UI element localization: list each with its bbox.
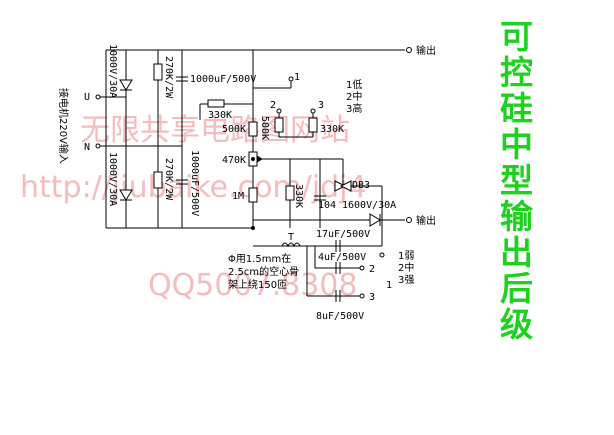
label-sw1-3: 3 xyxy=(318,100,324,111)
title-char: 输 xyxy=(500,197,534,236)
label-c8: 8uF/500V xyxy=(316,311,364,322)
label-1m: 1M xyxy=(232,191,244,202)
label-sw2-legend-3: 3强 xyxy=(398,274,414,286)
switch1-pos3 xyxy=(310,108,316,114)
resistor-270k-bottom xyxy=(153,171,163,189)
scr-icon xyxy=(369,213,381,227)
title-char: 硅 xyxy=(500,89,533,128)
label-pot-470k: 470K xyxy=(222,155,246,166)
label-sw2-legend-2: 2中 xyxy=(398,261,414,274)
title-char: 出 xyxy=(500,233,533,272)
label-sw1-legend-1: 1低 xyxy=(346,78,362,91)
label-n: N xyxy=(84,142,90,153)
title-char: 中 xyxy=(500,125,533,164)
label-104: 104 xyxy=(318,200,336,211)
terminal-u xyxy=(95,94,101,100)
resistor-330k-h xyxy=(207,99,225,108)
watermark-line3: QQ5007.8308 xyxy=(148,268,357,303)
label-sw1-legend-3: 3高 xyxy=(346,102,362,115)
title-char: 控 xyxy=(500,53,533,92)
watermark-line1: 无限共享电路图网站 xyxy=(80,113,350,148)
resistor-330k-b xyxy=(308,117,318,133)
terminals xyxy=(95,47,412,299)
label-330k-a: 330K xyxy=(208,110,232,121)
label-sw1-2: 2 xyxy=(270,100,276,111)
label-c-bottom: 1000uF/500V xyxy=(189,150,200,216)
switch1-pos1 xyxy=(288,76,294,82)
diac-db3 xyxy=(334,180,352,192)
capacitor-top xyxy=(176,76,188,82)
label-c-top: 1000uF/500V xyxy=(190,74,256,85)
label-sw1-legend-2: 2中 xyxy=(346,90,362,103)
label-sw2-legend-1: 1弱 xyxy=(398,250,414,262)
label-note3: 架上绕150匝 xyxy=(228,278,287,291)
title-char: 可 xyxy=(500,17,533,56)
resistor-1m xyxy=(248,187,258,203)
diode-top xyxy=(119,79,133,91)
label-input: 接电机220V输入 xyxy=(57,88,70,164)
label-500k-b: 500K xyxy=(259,116,270,140)
inductor-icon xyxy=(281,242,301,248)
node-dot-1 xyxy=(251,157,255,161)
terminal-n xyxy=(95,143,101,149)
capacitor-17uf xyxy=(335,240,341,252)
resistor-500k-a xyxy=(248,121,258,137)
label-diode-bottom: 1000V/30A xyxy=(107,152,118,206)
pot-wiper-icon xyxy=(256,155,263,163)
label-sw2-1: 1 xyxy=(386,280,392,291)
capacitor-104 xyxy=(314,195,326,201)
label-c17: 17uF/500V xyxy=(316,229,370,240)
label-out-top: 输出 xyxy=(416,44,436,57)
label-diode-top: 1000V/30A xyxy=(107,44,118,98)
label-c4: 4uF/500V xyxy=(318,252,366,263)
label-500k-a: 500K xyxy=(222,124,246,135)
watermark: 无限共享电路图网站 http://jiubaike.com/jdj4 QQ500… xyxy=(20,113,367,303)
terminal-out-bottom xyxy=(406,217,412,223)
switch1-pos2 xyxy=(276,108,282,114)
label-inductor: T xyxy=(288,232,294,243)
label-note2: 2.5cm的空心骨 xyxy=(228,265,299,278)
capacitor-4uf xyxy=(335,262,341,274)
label-scr: 1600V/30A xyxy=(342,200,396,211)
label-r-bottom: 270K/2W xyxy=(163,158,174,201)
resistor-270k-top xyxy=(153,63,163,81)
title-char: 级 xyxy=(500,305,533,344)
title-char: 后 xyxy=(500,269,533,308)
label-db3: DB3 xyxy=(352,180,370,191)
title-char: 型 xyxy=(500,161,533,200)
node-dot-2 xyxy=(251,226,255,230)
capacitor-bottom xyxy=(176,179,188,185)
switch2-pos3 xyxy=(359,293,365,299)
switch2-pos2 xyxy=(359,265,365,271)
diode-bottom xyxy=(119,189,133,201)
label-sw2-2: 2 xyxy=(369,264,375,275)
switch2-pos1 xyxy=(379,252,385,258)
label-sw1-1: 1 xyxy=(294,72,300,83)
label-note1: Φ用1.5mm在 xyxy=(228,253,291,265)
label-out-bottom: 输出 xyxy=(416,214,436,227)
label-r-top: 270K/2W xyxy=(163,56,174,99)
label-u: U xyxy=(84,92,90,103)
resistor-330k-c xyxy=(285,185,295,201)
label-sw2-3: 3 xyxy=(369,292,375,303)
watermark-line2: http://jiubaike.com/jdj4 xyxy=(20,170,367,205)
labels: 输出 输出 U N 接电机220V输入 1000V/30A 1000V/30A … xyxy=(57,44,436,322)
label-330k-b: 330K xyxy=(320,124,344,135)
label-330k-c: 330K xyxy=(293,184,304,208)
capacitor-8uf xyxy=(335,290,341,302)
resistor-500k-b xyxy=(274,117,284,133)
terminal-out-top xyxy=(406,47,412,53)
